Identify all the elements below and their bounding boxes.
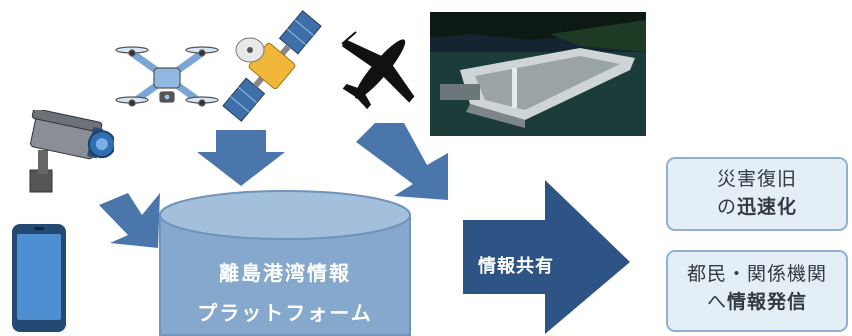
output-box-public: 都民・関係機関 へ情報発信 [666,250,848,332]
platform-title-line2: プラットフォーム [197,301,373,325]
output-box-public-line1: 都民・関係機関 [686,263,827,285]
arrow-diagonal-right [356,123,448,200]
output-box-disaster-line1: 災害復旧 [716,168,797,190]
smartphone-icon [12,224,66,332]
arrow-from-left [99,193,160,248]
platform-title-line1: 離島港湾情報 [219,261,351,285]
harbor-3d-model-image [430,12,646,136]
airplane-icon [341,31,415,110]
satellite-icon [222,10,322,122]
drone-icon [115,46,219,107]
security-camera-icon [29,110,114,193]
platform-cylinder [159,190,411,336]
share-label: 情報共有 [478,256,554,277]
output-box-disaster: 災害復旧 の迅速化 [666,157,848,231]
output-box-disaster-bold: 迅速化 [737,196,798,218]
arrow-down-left [197,130,285,186]
output-box-public-prefix: へ [706,291,727,313]
output-box-public-bold: 情報発信 [727,291,808,313]
output-box-disaster-prefix: の [716,196,737,218]
share-arrow [463,180,630,334]
